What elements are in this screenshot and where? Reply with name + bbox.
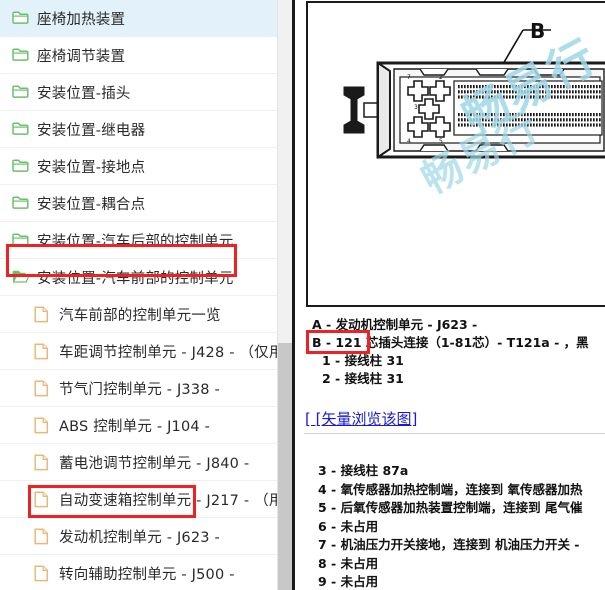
pin-line-6: 9 - 未占用 <box>318 574 379 589</box>
tree-item-3[interactable]: 安装位置-继电器 <box>0 111 277 148</box>
document-icon <box>34 528 52 545</box>
caption-line-0: A - 发动机控制单元 - J623 - <box>312 317 478 332</box>
folder-icon <box>12 195 30 211</box>
folder-icon <box>12 158 30 174</box>
folder-open-icon <box>12 269 30 285</box>
tree-item-6[interactable]: 安装位置-汽车后部的控制单元 <box>0 222 277 259</box>
tree-item-7[interactable]: 安装位置-汽车前部的控制单元 <box>0 259 277 296</box>
tree-item-13[interactable]: 自动变速箱控制单元 - J217 - （用于带 <box>0 481 277 518</box>
document-icon <box>34 491 52 508</box>
document-icon <box>34 306 52 323</box>
tree-item-1[interactable]: 座椅调节装置 <box>0 37 277 74</box>
tree-item-15[interactable]: 转向辅助控制单元 - J500 - <box>0 555 277 590</box>
tree-item-8[interactable]: 汽车前部的控制单元一览 <box>0 296 277 333</box>
tree-item-4[interactable]: 安装位置-接地点 <box>0 148 277 185</box>
svg-text:4: 4 <box>407 138 411 145</box>
tree-item-label: 安装位置-接地点 <box>37 159 146 176</box>
pane-gap <box>295 0 304 590</box>
pane-divider <box>292 0 295 590</box>
figure-caption: A - 发动机控制单元 - J623 - B - 121 芯插头连接（1-81芯）… <box>312 316 605 388</box>
tree-item-label: ABS 控制单元 - J104 - <box>59 418 211 435</box>
tree-item-label: 座椅调节装置 <box>37 48 126 65</box>
folder-icon <box>12 47 30 63</box>
svg-text:5: 5 <box>439 138 443 145</box>
connector-diagram-svg: 7 2 3 4 5 <box>343 29 605 159</box>
document-icon <box>34 565 52 582</box>
caption-line-2: 1 - 接线柱 31 <box>322 353 404 368</box>
document-icon <box>34 454 52 471</box>
folder-icon <box>12 84 30 100</box>
pin-line-5: 8 - 未占用 <box>318 555 379 571</box>
caption-line-3: 2 - 接线柱 31 <box>322 371 404 386</box>
document-icon <box>34 343 52 360</box>
tree-item-label: 汽车前部的控制单元一览 <box>59 307 221 324</box>
caption-line-1: B - 121 芯插头连接（1-81芯）- T121a - ，黑 <box>312 335 589 350</box>
svg-text:7: 7 <box>407 74 411 81</box>
vector-view-link[interactable]: [ [矢量浏览该图] <box>305 410 418 428</box>
tree-scrollbar-thumb[interactable] <box>278 343 293 590</box>
tree-item-9[interactable]: 车距调节控制单元 - J428 - （仅用于带 <box>0 333 277 370</box>
tree-item-label: 安装位置-插头 <box>37 85 131 102</box>
callout-label-b: B <box>530 19 546 43</box>
tree-item-2[interactable]: 安装位置-插头 <box>0 74 277 111</box>
tree-item-0[interactable]: 座椅加热装置 <box>0 0 277 37</box>
tree-item-label: 蓄电池调节控制单元 - J840 - <box>59 455 250 472</box>
document-icon <box>34 417 52 434</box>
pin-line-4: 7 - 机油压力开关接地，连接到 机油压力开关 - <box>318 537 580 552</box>
tree-item-label: 发动机控制单元 - J623 - <box>59 529 220 546</box>
tree-item-label: 安装位置-耦合点 <box>37 196 146 213</box>
tree-item-14[interactable]: 发动机控制单元 - J623 - <box>0 518 277 555</box>
tree-item-label: 自动变速箱控制单元 - J217 - （用于带 <box>59 492 277 509</box>
tree-item-label: 安装位置-汽车后部的控制单元 <box>37 233 234 250</box>
tree-item-label: 节气门控制单元 - J338 - <box>59 381 220 398</box>
pin-line-1: 4 - 氧传感器加热控制端，连接到 氧传感器加热 <box>318 481 583 497</box>
document-icon <box>34 380 52 397</box>
content-panel: 7 2 3 4 5 B 畅易行 畅易行 A - 发动机控制单元 - J623 <box>304 0 605 590</box>
pin-line-2: 5 - 后氧传感器加热装置控制端，连接到 尾气催 <box>318 500 583 515</box>
tree-item-label: 安装位置-汽车前部的控制单元 <box>37 270 234 287</box>
navigation-tree[interactable]: 座椅加热装置座椅调节装置安装位置-插头安装位置-继电器安装位置-接地点安装位置-… <box>0 0 277 590</box>
tree-vertical-scrollbar[interactable] <box>277 0 293 590</box>
tree-item-label: 安装位置-继电器 <box>37 122 146 139</box>
tree-item-label: 转向辅助控制单元 - J500 - <box>59 566 235 583</box>
svg-text:3: 3 <box>414 104 418 111</box>
tree-item-5[interactable]: 安装位置-耦合点 <box>0 185 277 222</box>
pin-assignment-list: 3 - 接线柱 87a 4 - 氧传感器加热控制端，连接到 氧传感器加热 5 - 后… <box>318 462 605 590</box>
tree-item-11[interactable]: ABS 控制单元 - J104 - <box>0 407 277 444</box>
connector-figure: 7 2 3 4 5 B 畅易行 畅易行 <box>306 1 605 307</box>
folder-icon <box>12 121 30 137</box>
svg-text:2: 2 <box>439 74 443 81</box>
content-divider <box>304 433 605 434</box>
pin-line-3: 6 - 未占用 <box>318 518 379 534</box>
tree-item-12[interactable]: 蓄电池调节控制单元 - J840 - <box>0 444 277 481</box>
pin-line-0: 3 - 接线柱 87a <box>318 463 409 478</box>
tree-item-label: 座椅加热装置 <box>37 11 126 28</box>
folder-icon <box>12 232 30 248</box>
folder-icon <box>12 10 30 26</box>
tree-item-10[interactable]: 节气门控制单元 - J338 - <box>0 370 277 407</box>
tree-item-label: 车距调节控制单元 - J428 - （仅用于带 <box>59 344 277 361</box>
